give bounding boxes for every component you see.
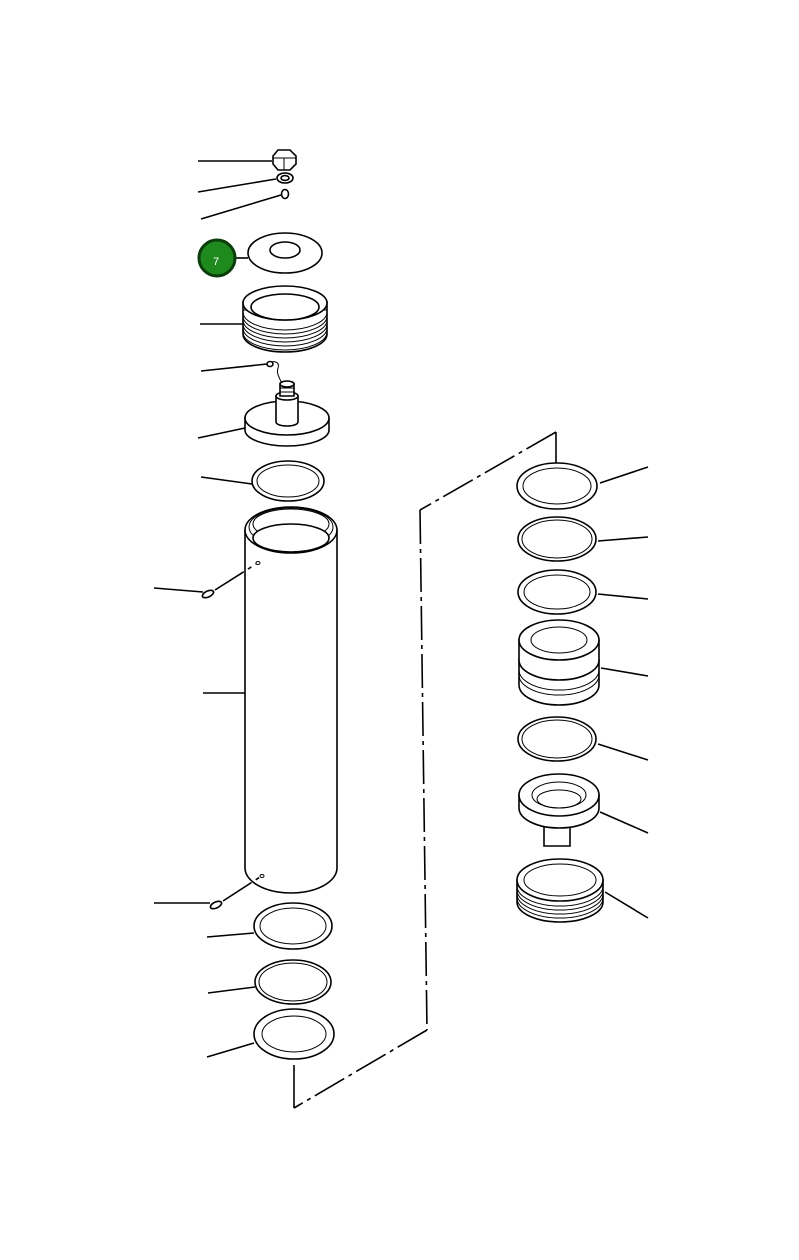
cylinder-head-part [244, 380, 330, 447]
seal-ring-part [517, 716, 597, 762]
plate-washer-part [247, 232, 323, 274]
piston-ring-2-part [517, 516, 597, 562]
cylinder-barrel-part [244, 506, 338, 894]
bolt-part [272, 149, 297, 171]
piston-part [518, 619, 600, 706]
assembly-bracket [293, 431, 557, 1109]
piston-ring-1-part [516, 462, 598, 510]
washer-part [276, 172, 294, 184]
small-fitting-part [280, 188, 290, 200]
lower-ring-3-part [253, 1008, 335, 1060]
set-screw-lower-part [209, 876, 261, 910]
gland-nut-part [242, 285, 328, 353]
leader-lines [153, 160, 649, 1058]
lower-ring-1-part [253, 902, 333, 950]
set-screw-upper-part [201, 563, 257, 599]
bleeder-part [266, 360, 283, 385]
lower-ring-2-part [254, 959, 332, 1005]
callout-badge-7[interactable]: 7 [197, 238, 237, 278]
callout-number: 7 [213, 256, 219, 268]
o-ring-part [251, 460, 325, 502]
threaded-ring-part [516, 858, 604, 923]
piston-ring-3-part [517, 569, 597, 615]
piston-nut-part [518, 773, 600, 847]
callout-badge-circle[interactable] [197, 238, 237, 278]
